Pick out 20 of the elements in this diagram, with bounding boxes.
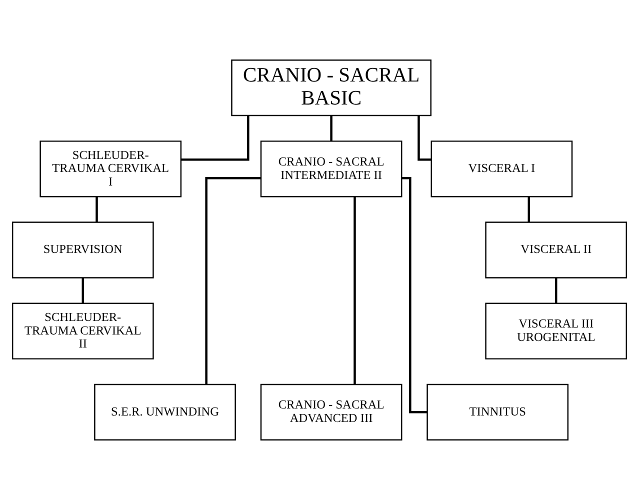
node-box: TINNITUS [426,383,569,440]
node-box: VISCERAL I [430,140,573,197]
connector [82,277,84,303]
node-box: S.E.R. UNWINDING [94,383,236,440]
connector [96,196,98,222]
connector [181,115,250,160]
connector [554,277,558,303]
connector [418,115,432,160]
node-box: SCHLEUDER- TRAUMA CERVIKAL I [40,140,182,197]
node-box: SCHLEUDER- TRAUMA CERVIKAL II [12,302,154,359]
node-box: CRANIO - SACRAL INTERMEDIATE II [260,140,402,197]
node-box: CRANIO - SACRAL ADVANCED III [260,383,402,440]
node-box: CRANIO - SACRAL BASIC [231,58,432,116]
connector [528,196,530,222]
connector [205,176,261,384]
connector [330,115,332,140]
connector [354,196,356,384]
node-box: SUPERVISION [12,221,154,278]
node-box: VISCERAL II [485,221,628,278]
node-box: VISCERAL III UROGENITAL [485,302,628,359]
